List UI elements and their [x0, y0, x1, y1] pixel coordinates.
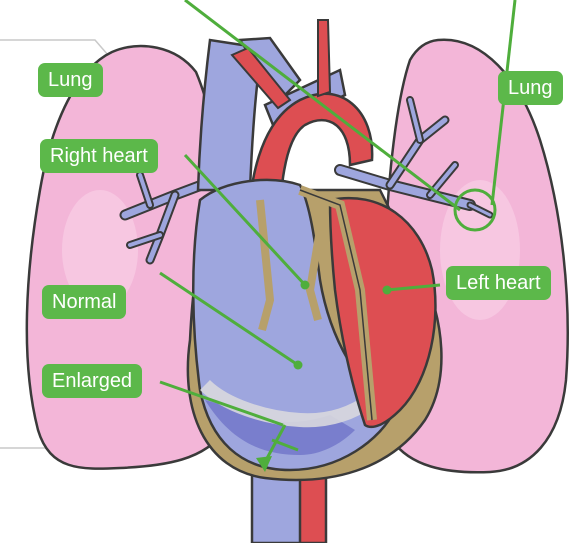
label-right-heart: Right heart	[40, 139, 158, 173]
label-left-heart: Left heart	[446, 266, 551, 300]
frame-line-top	[0, 40, 108, 55]
pointer-dot-normal	[294, 361, 303, 370]
label-lung-right: Lung	[498, 71, 563, 105]
label-enlarged: Enlarged	[42, 364, 142, 398]
label-normal: Normal	[42, 285, 126, 319]
pointer-dot-left-heart	[383, 286, 392, 295]
pointer-dot-right-heart	[301, 281, 310, 290]
carotid-artery	[318, 20, 330, 96]
label-lung-left: Lung	[38, 63, 103, 97]
